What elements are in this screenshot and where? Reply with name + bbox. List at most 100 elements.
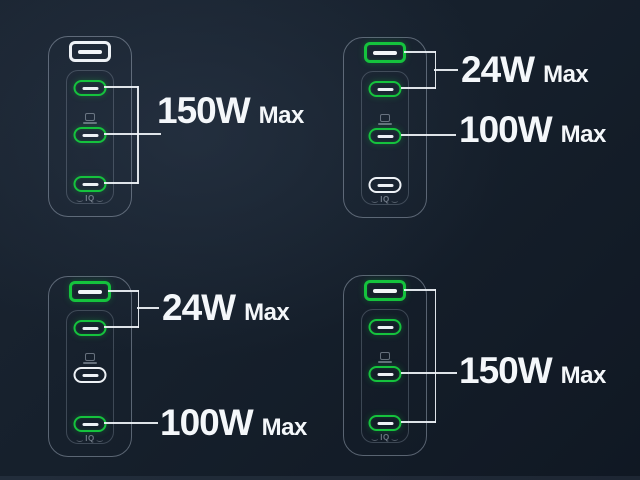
laptop-screen (380, 352, 390, 360)
bracket-line (404, 289, 436, 291)
usb-c-port-3 (368, 415, 402, 431)
usb-c-contact (82, 133, 98, 137)
usb-c-contact (377, 183, 393, 187)
wattage-value: 150W (157, 90, 251, 131)
logo-arc-left (371, 436, 379, 441)
logo-text: IQ (85, 434, 95, 443)
usb-c-section-outline (361, 71, 409, 205)
bracket-line (104, 86, 138, 88)
wattage-unit: Max (543, 61, 589, 88)
leader-line (137, 307, 159, 309)
logo-arc-right (391, 198, 399, 203)
usb-c-port-1 (73, 80, 107, 96)
wattage-value: 24W (461, 49, 535, 90)
usb-a-port (69, 41, 111, 62)
usb-a-port (69, 281, 111, 302)
charger-bottom-left: IQ (48, 276, 132, 457)
laptop-icon (83, 353, 97, 364)
wattage-value: 24W (162, 287, 236, 328)
wattage-label: 24W Max (461, 49, 589, 90)
wattage-label: 100W Max (459, 111, 606, 148)
logo-arc-left (76, 437, 84, 442)
wattage-label: 150W Max (157, 92, 304, 129)
bracket-line (104, 182, 138, 184)
usb-c-section-outline (66, 310, 114, 444)
logo-arc-right (391, 436, 399, 441)
logo-arc-right (96, 197, 104, 202)
usb-c-port-2 (73, 367, 107, 383)
usb-c-section-outline (361, 309, 409, 443)
usb-c-section-outline (66, 70, 114, 204)
logo-arc-left (76, 197, 84, 202)
leader-line (434, 69, 458, 71)
laptop-screen (380, 114, 390, 122)
usb-c-contact (82, 326, 98, 330)
bottom-highlight-strip (0, 476, 640, 480)
usb-c-contact (82, 86, 98, 90)
bracket-line (434, 289, 436, 423)
usb-c-port-2 (73, 127, 107, 143)
usb-c-port-1 (368, 81, 402, 97)
usb-c-contact (82, 422, 98, 426)
bracket-line (401, 87, 436, 89)
logo-arc-right (96, 437, 104, 442)
logo-text: IQ (380, 433, 390, 442)
wattage-unit: Max (560, 121, 607, 148)
usb-a-port (364, 42, 406, 63)
poweriq-logo: IQ (76, 434, 104, 443)
bracket-line (401, 421, 436, 423)
usb-a-contact (373, 288, 397, 293)
usb-c-port-3 (73, 176, 107, 192)
laptop-icon (83, 113, 97, 124)
wattage-unit: Max (244, 299, 290, 326)
leader-line (104, 133, 161, 135)
wattage-unit: Max (258, 102, 305, 129)
bracket-line (137, 86, 139, 184)
usb-c-contact (377, 87, 393, 91)
usb-c-port-1 (368, 319, 402, 335)
charger-top-left: IQ (48, 36, 132, 217)
laptop-base (378, 361, 392, 363)
poweriq-logo: IQ (371, 195, 399, 204)
usb-a-port (364, 280, 406, 301)
usb-a-contact (373, 50, 397, 55)
wattage-unit: Max (560, 362, 607, 389)
wattage-label: 24W Max (162, 287, 290, 328)
wattage-value: 100W (459, 109, 553, 150)
laptop-icon (378, 114, 392, 125)
usb-a-contact (78, 289, 102, 294)
usb-a-contact (78, 49, 102, 54)
bracket-line (137, 290, 139, 328)
laptop-screen (85, 113, 95, 121)
usb-c-port-3 (73, 416, 107, 432)
wattage-unit: Max (261, 414, 308, 441)
wattage-value: 100W (160, 402, 254, 443)
leader-line (104, 422, 158, 424)
poweriq-logo: IQ (371, 433, 399, 442)
wattage-label: 100W Max (160, 404, 307, 441)
usb-c-port-1 (73, 320, 107, 336)
laptop-screen (85, 353, 95, 361)
wattage-value: 150W (459, 350, 553, 391)
usb-c-contact (377, 134, 393, 138)
usb-c-port-3 (368, 177, 402, 193)
logo-arc-left (371, 198, 379, 203)
usb-c-contact (377, 372, 393, 376)
poweriq-logo: IQ (76, 194, 104, 203)
logo-text: IQ (85, 194, 95, 203)
bracket-line (108, 290, 139, 292)
laptop-icon (378, 352, 392, 363)
laptop-base (83, 122, 97, 124)
bracket-line (404, 51, 436, 53)
laptop-base (378, 123, 392, 125)
bracket-line (104, 326, 139, 328)
usb-c-port-2 (368, 128, 402, 144)
logo-text: IQ (380, 195, 390, 204)
usb-c-contact (82, 373, 98, 377)
leader-line (401, 372, 457, 374)
usb-c-port-2 (368, 366, 402, 382)
charger-bottom-right: IQ (343, 275, 427, 456)
usb-c-contact (377, 325, 393, 329)
laptop-base (83, 362, 97, 364)
